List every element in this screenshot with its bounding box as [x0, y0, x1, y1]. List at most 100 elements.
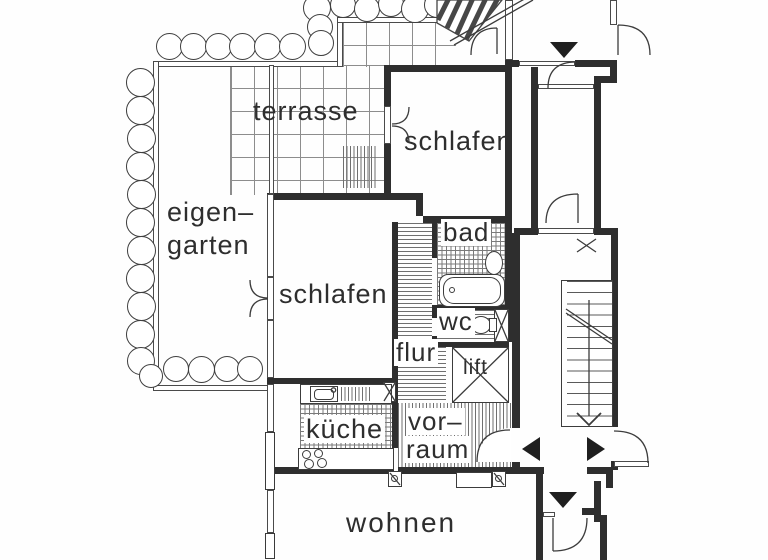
wall-segment	[384, 144, 391, 200]
wall-segment	[267, 193, 423, 200]
door-arc-bottom-entry	[552, 517, 588, 552]
entrance-arrow-down-top-icon	[550, 42, 578, 58]
french-door-frame	[384, 106, 391, 144]
room-label-vorraum-line1: vor–	[406, 406, 465, 436]
terrasse-decking-mat	[343, 146, 378, 188]
west-wall	[267, 384, 274, 432]
flur-floor-hatch-upper	[398, 223, 432, 343]
hedge-shrub-icon	[163, 356, 189, 382]
stairhall-threshold	[538, 228, 594, 234]
entry-hall-left-wall	[505, 0, 513, 60]
room-label-flur: flur	[394, 337, 439, 367]
wall-segment	[514, 228, 538, 235]
wall-segment	[575, 60, 617, 67]
entry-recess-box	[456, 472, 492, 488]
terrace-edge-line	[269, 65, 274, 194]
wall-segment	[512, 462, 520, 470]
wall-segment	[594, 228, 618, 235]
hedge-shrub-icon	[126, 123, 156, 153]
hedge-shrub-icon	[187, 355, 215, 383]
room-label-lift: lift	[463, 356, 488, 379]
terrasse-paving-grid-upper	[342, 22, 456, 67]
corridor-threshold	[538, 84, 594, 89]
room-label-terrasse: terrasse	[253, 96, 359, 126]
west-wall	[267, 320, 274, 378]
wall-segment	[432, 342, 509, 347]
door-arc-top-outer	[617, 24, 651, 56]
bottom-door-threshold	[543, 512, 555, 517]
wall-segment	[610, 67, 617, 83]
wall-segment	[505, 60, 519, 67]
hedge-shrub-icon	[125, 95, 155, 125]
wall-segment	[512, 233, 520, 428]
room-label-wohnen: wohnen	[346, 507, 457, 538]
hedge-shrub-icon	[253, 32, 281, 60]
wall-segment	[531, 67, 538, 228]
hedge-shrub-icon	[228, 32, 256, 60]
entrance-arrow-left-icon	[522, 437, 540, 461]
rainpipe-circle	[495, 475, 502, 482]
wall-segment	[398, 467, 517, 474]
bathtub-drain	[449, 287, 455, 293]
wall-segment	[416, 200, 423, 216]
wall-segment	[273, 467, 394, 474]
hedge-shrub-icon	[330, 0, 356, 18]
stove-burner	[317, 458, 327, 468]
door-arc-corridor-bottom	[545, 193, 579, 224]
room-label-wc: wc	[437, 306, 475, 336]
wall-segment	[594, 481, 601, 515]
hedge-shrub-icon	[139, 364, 163, 388]
wall-segment	[432, 222, 437, 258]
sink-drainer-lines	[341, 387, 371, 401]
wall-segment	[267, 378, 398, 384]
stove-burner	[314, 449, 323, 458]
hedge-shrub-icon	[125, 207, 155, 237]
toilet-tank	[489, 318, 497, 332]
door-arc-hall-right-exit	[613, 430, 649, 464]
hedge-shrub-icon	[237, 356, 263, 382]
stair-start-x-icon	[576, 238, 597, 253]
wall-segment	[594, 83, 601, 228]
garden-fence-top	[153, 61, 343, 67]
entrance-arrow-down-bottom-icon	[549, 492, 577, 508]
room-label-bad: bad	[441, 217, 492, 247]
exit-door-leaf	[614, 461, 649, 467]
room-label-schlafen-lower: schlafen	[279, 279, 388, 309]
room-label-eigengarten-line2: garten	[167, 230, 250, 261]
garden-door-frame	[267, 277, 274, 320]
window	[265, 432, 275, 490]
door-arc-terrace	[470, 27, 498, 56]
wall-segment	[536, 474, 543, 560]
rainpipe-circle	[391, 475, 398, 482]
wall-segment	[505, 65, 512, 233]
wall-segment	[600, 522, 607, 560]
wall-segment	[432, 305, 505, 310]
hedge-shrub-icon	[308, 30, 334, 56]
wall-segment	[505, 233, 512, 342]
hedge-shrub-icon	[204, 32, 232, 60]
staircase-treads	[567, 281, 612, 426]
hedge-shrub-icon	[126, 235, 156, 265]
window	[265, 533, 275, 559]
room-label-schlafen-upper: schlafen	[404, 126, 513, 156]
garden-fence-bottom	[153, 385, 273, 391]
canopy-edge-line	[449, 0, 534, 46]
room-label-eigengarten-line1: eigen–	[167, 197, 255, 227]
wall-segment	[384, 65, 512, 72]
entry-hall-right-wall	[610, 0, 617, 25]
hedge-shrub-icon	[155, 32, 183, 60]
hedge-shrub-icon	[125, 67, 155, 97]
stove-burner	[302, 450, 311, 459]
room-label-eigengarten: eigen– garten	[167, 198, 254, 260]
hedge-shrub-icon	[125, 151, 155, 181]
wall-segment	[606, 474, 613, 488]
kitchen-sink-bowl	[314, 389, 334, 400]
wall-segment	[392, 222, 398, 380]
hedge-shrub-icon	[125, 263, 155, 293]
wall-segment	[384, 65, 391, 106]
bad-washbasin	[485, 251, 503, 275]
terrace-border-left	[337, 17, 343, 67]
wall-segment	[611, 233, 618, 427]
hedge-shrub-icon	[126, 291, 156, 321]
